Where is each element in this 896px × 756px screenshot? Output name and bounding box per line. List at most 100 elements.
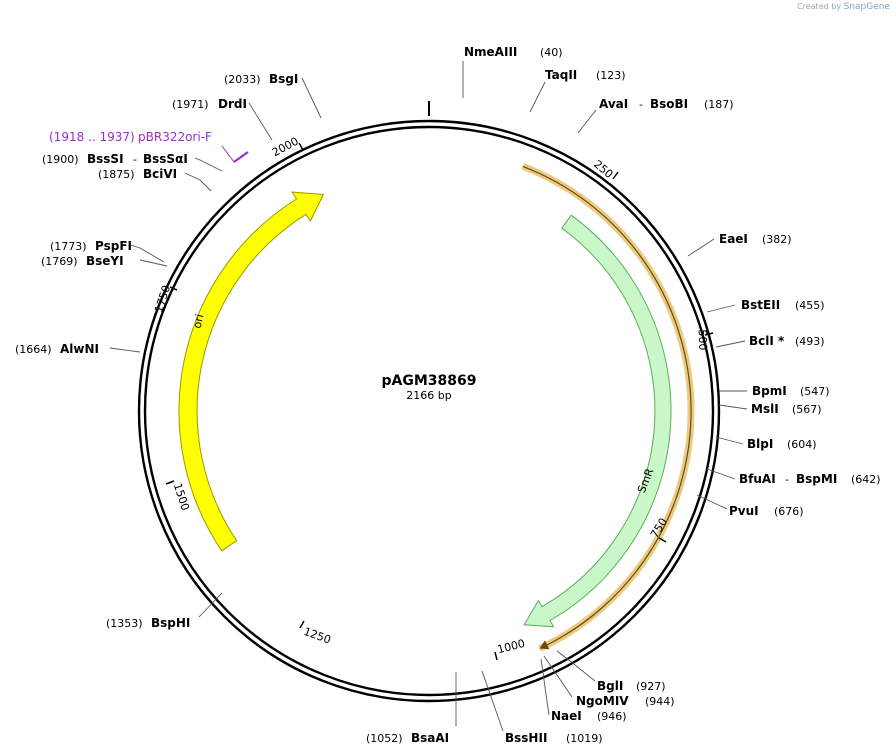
backbone-inner-ring bbox=[143, 125, 715, 697]
site-label-naei[interactable]: NaeI bbox=[551, 709, 582, 723]
leader-ngomiv bbox=[543, 655, 573, 698]
scale-tick-mark bbox=[298, 142, 304, 151]
site-pos-bsssi: (1900) bbox=[42, 153, 79, 166]
site-sep-bfuai: - bbox=[785, 473, 789, 486]
leader-bsphi bbox=[198, 592, 223, 618]
scale-tick-mark bbox=[169, 286, 178, 291]
plasmid-size: 2166 bp bbox=[406, 389, 451, 402]
site-pos-eaei: (382) bbox=[762, 233, 792, 246]
backbone-outer-ring bbox=[137, 119, 721, 703]
leader-bseyi bbox=[139, 259, 168, 267]
scale-tick-mark bbox=[612, 171, 619, 180]
site-label-bcivi[interactable]: BciVI bbox=[143, 167, 177, 181]
site-pos-bsaai: (1052) bbox=[366, 732, 403, 745]
snapgene-logo: SnapGene bbox=[843, 2, 890, 12]
cds-arrow-line bbox=[522, 165, 692, 650]
leader-bsteii bbox=[706, 304, 736, 313]
site-label-eaei[interactable]: EaeI bbox=[719, 232, 748, 246]
site-pos-bfuai: (642) bbox=[851, 473, 881, 486]
site-label-bspmi[interactable]: BspMI bbox=[796, 472, 837, 486]
site-pos-bcivi: (1875) bbox=[98, 168, 135, 181]
site-label-nmeaiii[interactable]: NmeAIII bbox=[464, 45, 517, 59]
site-label-bsssi[interactable]: BssSI bbox=[87, 152, 124, 166]
site-label-msli[interactable]: MslI bbox=[751, 402, 779, 416]
leader-bsssi bbox=[194, 157, 223, 172]
plasmid-name: pAGM38869 bbox=[382, 373, 477, 389]
leader-pvui bbox=[696, 494, 728, 510]
leader-avai bbox=[577, 109, 597, 134]
site-pos-nmeaiii: (40) bbox=[540, 46, 563, 59]
leader-bsshii bbox=[481, 670, 504, 732]
scale-tick-1750: 1750 bbox=[152, 284, 173, 315]
leader-pspfi bbox=[130, 244, 165, 263]
leader-msli bbox=[718, 404, 748, 410]
scale-tick-2000: 2000 bbox=[270, 135, 301, 160]
site-label-bseyi[interactable]: BseYI bbox=[86, 254, 124, 268]
site-label-avai[interactable]: AvaI bbox=[599, 97, 628, 111]
site-pos-alwni: (1664) bbox=[15, 343, 52, 356]
site-pos-pspfi: (1773) bbox=[50, 240, 87, 253]
site-pos-bsphi: (1353) bbox=[106, 617, 143, 630]
site-label-bsgi[interactable]: BsgI bbox=[269, 72, 298, 86]
leader-drdi bbox=[248, 102, 273, 141]
scale-tick-mark bbox=[658, 537, 667, 543]
site-pos-bseyi: (1769) bbox=[41, 255, 78, 268]
site-pos-taqii: (123) bbox=[596, 69, 626, 82]
site-label-bfuai[interactable]: BfuAI bbox=[739, 472, 776, 486]
site-label-bsaai[interactable]: BsaAI bbox=[411, 731, 449, 745]
leader-bcivi bbox=[184, 172, 212, 192]
site-label-bgli[interactable]: BglI bbox=[597, 679, 623, 693]
site-label-bcli[interactable]: BclI * bbox=[749, 334, 785, 348]
scale-tick-1000: 1000 bbox=[496, 637, 526, 656]
scale-tick-1250: 1250 bbox=[302, 625, 333, 647]
credit-prefix: Created by bbox=[797, 2, 842, 11]
site-pos-bcli: (493) bbox=[795, 335, 825, 348]
site-pos-naei: (946) bbox=[597, 710, 627, 723]
site-label-bsteii[interactable]: BstEII bbox=[741, 298, 780, 312]
site-label-blpi[interactable]: BlpI bbox=[747, 437, 773, 451]
scale-tick-mark bbox=[704, 332, 714, 336]
site-label-bsssai[interactable]: BssSαI bbox=[143, 152, 188, 166]
site-label-bpmi[interactable]: BpmI bbox=[752, 384, 787, 398]
site-label-bsobi[interactable]: BsoBI bbox=[650, 97, 688, 111]
ori-feature-label: ori bbox=[191, 313, 207, 330]
site-sep-bsssi: - bbox=[133, 153, 137, 166]
site-label-bsphi[interactable]: BspHI bbox=[151, 616, 190, 630]
site-label-ngomiv[interactable]: NgoMIV bbox=[576, 694, 629, 708]
site-leader-lines bbox=[109, 61, 748, 732]
leader-bsgi bbox=[301, 77, 322, 119]
site-labels: NmeAIII (40) TaqII (123) AvaI - BsoBI (1… bbox=[15, 45, 881, 745]
site-pos-bpmi: (547) bbox=[800, 385, 830, 398]
site-pos-bsshii: (1019) bbox=[566, 732, 603, 745]
leader-naei bbox=[540, 658, 550, 716]
site-pos-avai: (187) bbox=[704, 98, 734, 111]
primer-binding-mark bbox=[233, 151, 249, 163]
leader-bcli bbox=[715, 340, 746, 348]
site-label-drdi[interactable]: DrdI bbox=[218, 97, 247, 111]
smr-feature-arrow[interactable] bbox=[523, 214, 672, 628]
site-label-alwni[interactable]: AlwNI bbox=[60, 342, 99, 356]
cds-arrow-head bbox=[539, 640, 550, 650]
site-pos-bsgi: (2033) bbox=[224, 73, 261, 86]
site-pos-ngomiv: (944) bbox=[645, 695, 675, 708]
scale-tick-mark bbox=[165, 480, 175, 485]
scale-tick-mark bbox=[299, 620, 305, 629]
scale-tick-mark bbox=[494, 651, 498, 661]
site-label-pspfi[interactable]: PspFI bbox=[95, 239, 132, 253]
primer-leader-line bbox=[221, 145, 235, 163]
scale-tick-500: 500 bbox=[696, 329, 710, 350]
site-label-bsshii[interactable]: BssHII bbox=[505, 731, 547, 745]
leader-taqii bbox=[529, 81, 546, 113]
site-label-taqii[interactable]: TaqII bbox=[545, 68, 577, 82]
leader-bgli bbox=[556, 650, 596, 682]
scale-tick-250: 250 bbox=[591, 158, 615, 181]
leader-bfuai bbox=[706, 468, 736, 480]
site-pos-drdi: (1971) bbox=[172, 98, 209, 111]
ori-feature-arrow[interactable] bbox=[178, 191, 325, 552]
site-pos-bsteii: (455) bbox=[795, 299, 825, 312]
site-label-pvui[interactable]: PvuI bbox=[729, 504, 759, 518]
site-pos-msli: (567) bbox=[792, 403, 822, 416]
scale-tick-1500: 1500 bbox=[171, 482, 192, 513]
snapgene-credit: Created by SnapGene bbox=[797, 2, 890, 12]
